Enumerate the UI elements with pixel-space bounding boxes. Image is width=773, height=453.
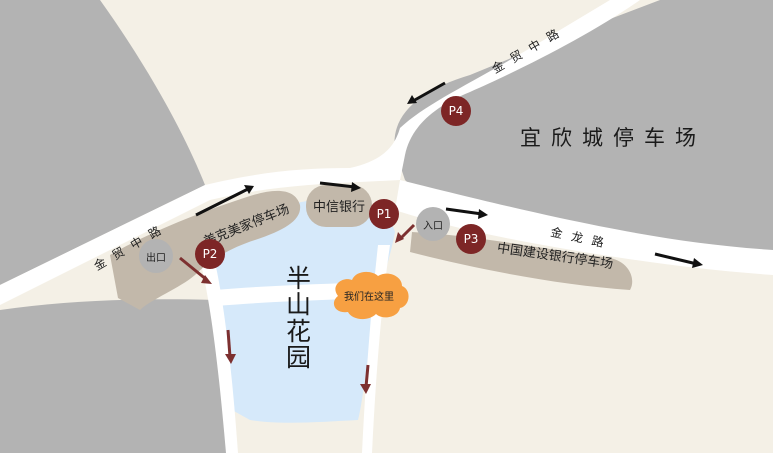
road-park-west	[200, 258, 238, 453]
road-jinlong	[395, 180, 773, 275]
area-label-park: 半山花园	[286, 264, 312, 372]
flow-arrow-5	[407, 81, 446, 104]
exit-arrow-3	[360, 364, 371, 394]
block-yixin	[394, 0, 773, 262]
flow-arrow-1	[195, 185, 254, 217]
area-label-yixin: 宜欣城停车场	[520, 126, 706, 150]
callout-label: 我们在这里	[344, 292, 394, 303]
exit-arrow-1	[179, 256, 212, 284]
marker-entrance[interactable]: 入口	[416, 207, 450, 241]
road-jinmao-top	[0, 0, 640, 305]
exit-arrow-2	[225, 329, 236, 364]
block-top-left	[0, 0, 205, 285]
marker-p2[interactable]: P2	[195, 239, 225, 269]
park-area	[205, 196, 395, 423]
flow-arrow-2	[319, 181, 361, 192]
marker-p3[interactable]: P3	[456, 224, 486, 254]
flow-arrow-4	[654, 252, 703, 268]
strip-label-citic: 中信银行	[313, 200, 366, 215]
block-bottom-left	[0, 299, 230, 453]
marker-p1[interactable]: P1	[369, 199, 399, 229]
strip-citic	[306, 185, 372, 227]
callout-cloud	[333, 271, 409, 320]
exit-arrow-4	[395, 223, 416, 243]
marker-p4[interactable]: P4	[441, 96, 471, 126]
marker-exit[interactable]: 出口	[139, 239, 173, 273]
flow-arrow-3	[445, 207, 488, 219]
road-park-cross	[215, 282, 375, 306]
